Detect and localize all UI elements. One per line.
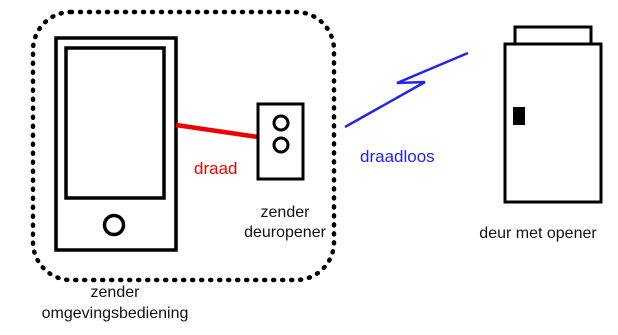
wire-connection bbox=[175, 122, 259, 140]
transmitter-button-bottom bbox=[272, 136, 290, 154]
environment-transmitter-label-line1: zender bbox=[90, 284, 140, 301]
environment-enclosure bbox=[30, 9, 337, 283]
door-transmitter-label-line2: deuropener bbox=[244, 224, 326, 241]
door-opener-transmitter-icon bbox=[256, 102, 305, 181]
smartphone-icon bbox=[54, 36, 178, 252]
phone-screen bbox=[64, 46, 166, 200]
door-handle bbox=[513, 107, 525, 125]
environment-transmitter-caption: zender omgevingsbediening bbox=[30, 283, 200, 323]
phone-home-button bbox=[102, 213, 126, 237]
environment-transmitter-label-line2: omgevingsbediening bbox=[41, 305, 189, 322]
wireless-lightning-icon bbox=[344, 51, 469, 129]
door-with-opener-icon bbox=[503, 25, 603, 204]
wire-label: draad bbox=[194, 159, 238, 178]
door-transmitter-caption: zender deuropener bbox=[224, 203, 346, 242]
wireless-label: draadloos bbox=[360, 147, 435, 166]
door-transmitter-label-line1: zender bbox=[260, 204, 310, 221]
door-label: deur met opener bbox=[479, 225, 597, 242]
transmitter-button-top bbox=[272, 114, 290, 132]
door-opener-unit bbox=[513, 25, 593, 46]
